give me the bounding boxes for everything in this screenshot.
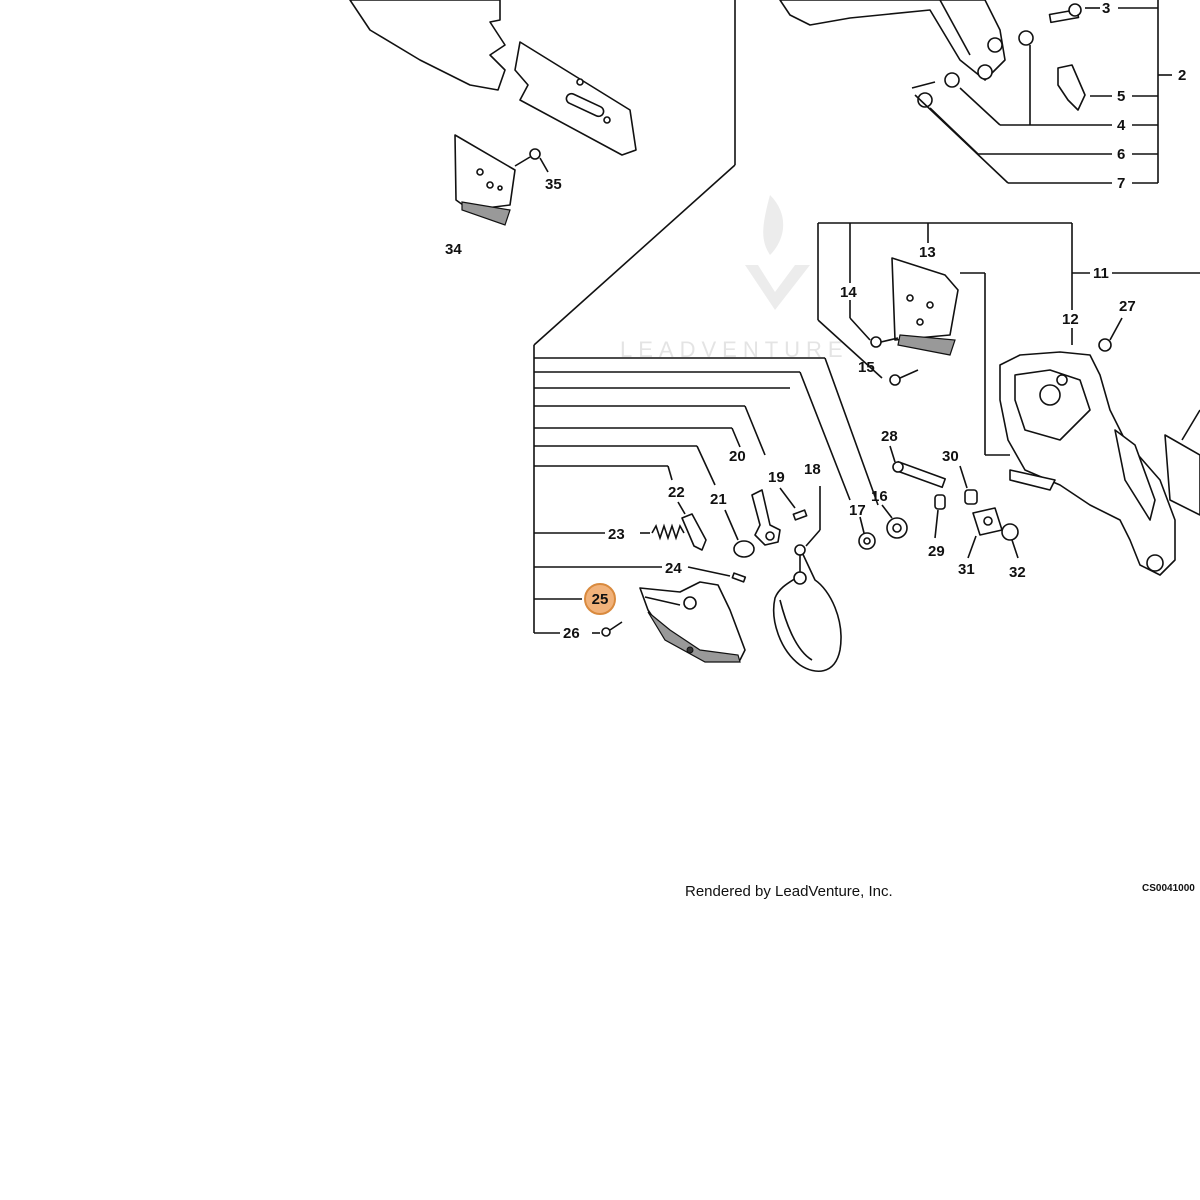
- callout-16: 16: [871, 488, 888, 505]
- rendered-by-text: Rendered by LeadVenture, Inc.: [685, 883, 893, 900]
- leaders-11: [817, 222, 1200, 456]
- part-31-block: [967, 507, 1003, 559]
- part-34-plate: [454, 134, 516, 226]
- part-29-adjuster: [934, 494, 946, 539]
- callout-6: 6: [1117, 146, 1125, 163]
- callout-25[interactable]: 25: [592, 591, 609, 608]
- callout-34: 34: [445, 241, 462, 258]
- callout-13: 13: [919, 244, 936, 261]
- part-22-link: [677, 501, 707, 551]
- leader-main-bracket: [533, 0, 879, 634]
- callout-14: 14: [840, 284, 857, 301]
- callout-32: 32: [1009, 564, 1026, 581]
- leader-27: [1109, 317, 1123, 341]
- part-20-lever: [751, 489, 781, 546]
- part-nut-small: [1018, 30, 1034, 46]
- callout-11: 11: [1093, 265, 1109, 282]
- callout-labels: 3 2 5 4 6 7 11 12 13 14 15 16 17 18 19 2…: [445, 0, 1186, 642]
- callout-20: 20: [729, 448, 746, 465]
- part-pin-7: [911, 81, 936, 89]
- callout-26: 26: [563, 625, 580, 642]
- callout-19: 19: [768, 469, 785, 486]
- top-right-assembly: [779, 0, 1006, 81]
- part-30-nut: [959, 465, 978, 505]
- part-16-bushing: [881, 504, 908, 539]
- part-21-bushing: [724, 509, 755, 558]
- callout-25-highlight[interactable]: [584, 583, 616, 615]
- part-3-screw: [1048, 3, 1082, 24]
- leaders-2-7: [914, 0, 1172, 184]
- part-32-nut: [1001, 523, 1019, 559]
- callout-35: 35: [545, 176, 562, 193]
- callout-15: 15: [858, 359, 875, 376]
- callout-7: 7: [1117, 175, 1125, 192]
- part-5-block: [1057, 64, 1086, 111]
- callout-18: 18: [804, 461, 821, 478]
- part-15-screw: [889, 369, 919, 386]
- part-24-pin: [687, 566, 747, 583]
- callout-23: 23: [608, 526, 625, 543]
- watermark-v-icon: [745, 265, 810, 310]
- part-nut-6: [917, 92, 933, 108]
- callout-12: 12: [1062, 311, 1079, 328]
- part-14-screw: [870, 336, 899, 348]
- callout-5: 5: [1117, 88, 1125, 105]
- callout-29: 29: [928, 543, 945, 560]
- callout-21: 21: [710, 491, 727, 508]
- callout-2: 2: [1178, 67, 1186, 84]
- part-18-brake-band: [773, 486, 842, 673]
- part-nut-4: [944, 72, 960, 88]
- callout-28: 28: [881, 428, 898, 445]
- part-27-nut: [1098, 338, 1112, 352]
- part-25-brake-cover[interactable]: [639, 581, 746, 663]
- part-28-bolt: [889, 445, 947, 489]
- drawing-code: CS0041000: [1142, 883, 1195, 894]
- guide-bar-drawing: [349, 0, 637, 156]
- callout-3: 3: [1102, 0, 1110, 17]
- leadventure-watermark: LEADVENTURE: [620, 195, 843, 362]
- callout-17: 17: [849, 502, 866, 519]
- watermark-flame-icon: [763, 195, 784, 255]
- callout-4: 4: [1117, 117, 1126, 134]
- part-19-pin: [779, 487, 808, 521]
- callout-27: 27: [1119, 298, 1136, 315]
- callout-31: 31: [958, 561, 975, 578]
- part-13-plate: [891, 257, 959, 356]
- part-17-washer: [858, 516, 876, 550]
- part-26-screw: [601, 621, 623, 637]
- part-35-screw: [514, 148, 549, 173]
- callout-22: 22: [668, 484, 685, 501]
- callout-30: 30: [942, 448, 959, 465]
- callout-24: 24: [665, 560, 682, 577]
- part-12-clutch-cover: [999, 351, 1200, 576]
- part-23-spring: [640, 523, 685, 541]
